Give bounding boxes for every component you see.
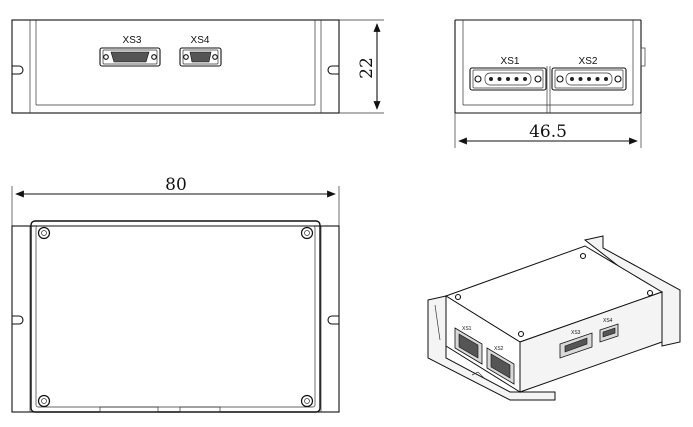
top-view-lid bbox=[30, 220, 321, 413]
side-view-tab bbox=[640, 47, 646, 67]
xs3-d-sub bbox=[110, 51, 150, 63]
top-view-slot-left bbox=[12, 315, 24, 325]
iso-xs4-label: XS4 bbox=[603, 318, 613, 324]
screw-bottom-left bbox=[37, 394, 51, 408]
xs4-shell bbox=[179, 47, 222, 67]
iso-screw-3 bbox=[646, 289, 654, 297]
length-dimension-text: 80 bbox=[165, 175, 187, 195]
height-dimension-text: 22 bbox=[357, 57, 377, 79]
xs4-connector: XS4 bbox=[179, 35, 222, 67]
xs2-shell bbox=[551, 67, 627, 91]
front-view-slot-right bbox=[327, 65, 339, 75]
xs1-shell bbox=[469, 67, 547, 91]
top-view-slot-right bbox=[327, 315, 339, 325]
xs2-label: XS2 bbox=[579, 56, 598, 67]
iso-xs3-label: XS3 bbox=[571, 330, 581, 336]
top-view-connector-tab-right bbox=[179, 406, 221, 413]
iso-screw-2 bbox=[579, 252, 587, 260]
xs2-connector: XS2 bbox=[551, 56, 627, 91]
xs3-connector: XS3 bbox=[99, 35, 161, 67]
width-dimension-text: 46.5 bbox=[529, 122, 567, 142]
iso-screw-1 bbox=[454, 293, 462, 301]
xs1-label: XS1 bbox=[501, 56, 520, 67]
xs3-shell bbox=[99, 47, 161, 67]
xs4-d-sub bbox=[189, 51, 212, 63]
iso-view: XS1 XS2 XS3 XS4 bbox=[427, 235, 681, 401]
front-view-slot-left bbox=[12, 65, 24, 75]
xs1-connector: XS1 bbox=[469, 56, 547, 91]
front-view: XS3 XS4 22 bbox=[11, 19, 384, 114]
side-view-body bbox=[454, 19, 642, 113]
top-view-connector-tab-left bbox=[99, 406, 159, 413]
iso-xs3-connector: XS3 bbox=[559, 330, 593, 359]
front-view-body bbox=[11, 19, 340, 114]
screw-top-right bbox=[300, 226, 314, 240]
xs4-label: XS4 bbox=[191, 35, 210, 46]
iso-xs1-label: XS1 bbox=[462, 326, 472, 332]
screw-bottom-right bbox=[300, 394, 314, 408]
side-view: XS1 XS2 46.5 bbox=[454, 19, 646, 148]
iso-xs2-label: XS2 bbox=[494, 346, 504, 352]
iso-xs4-connector: XS4 bbox=[599, 318, 619, 343]
iso-xs2-block: XS2 bbox=[486, 346, 515, 385]
top-view-base bbox=[11, 225, 340, 413]
top-view: 80 bbox=[11, 175, 340, 413]
iso-xs1-block: XS1 bbox=[454, 326, 483, 365]
screw-top-left bbox=[37, 226, 51, 240]
iso-screw-4 bbox=[517, 330, 525, 338]
xs3-label: XS3 bbox=[123, 35, 142, 46]
